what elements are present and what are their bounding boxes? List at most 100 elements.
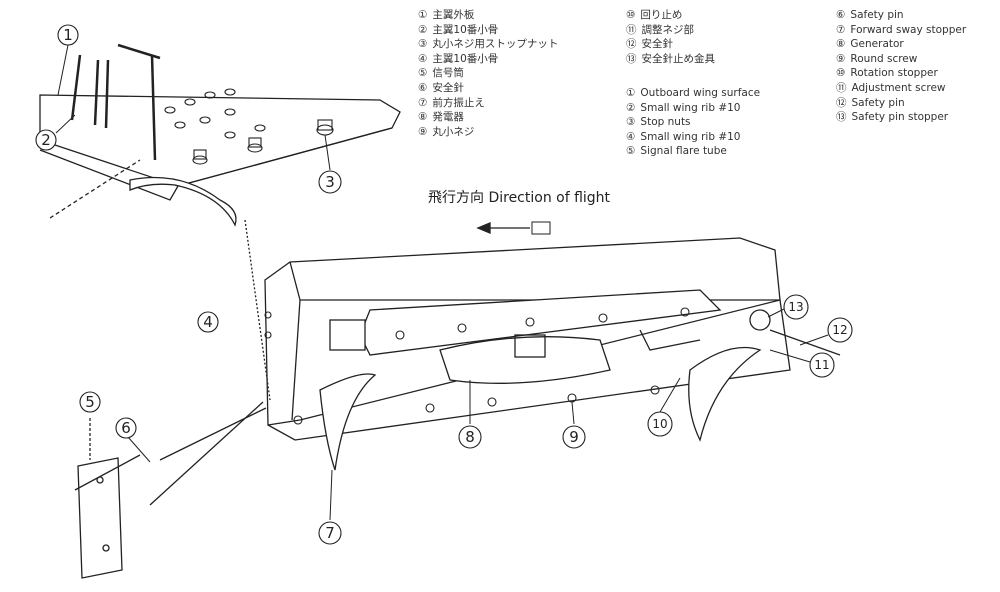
legend-number: ⑥ <box>418 81 428 94</box>
legend-text: Signal flare tube <box>640 145 727 158</box>
legend-item: ⑥ Safety pin <box>836 8 966 23</box>
svg-text:3: 3 <box>325 173 335 191</box>
legend-text: 丸小ネジ用ストップナット <box>432 38 559 51</box>
callout-10: 10 <box>647 411 673 437</box>
legend-number: ⑫ <box>626 38 637 51</box>
legend-japanese-2: ⑩ 回り止め ⑪ 調整ネジ部 ⑫ 安全針 ⑬ 安全針止め金具 <box>626 8 715 66</box>
legend-number: ⑩ <box>626 9 636 21</box>
callout-5: 5 <box>79 391 101 413</box>
legend-item: ⑨ Round screw <box>836 52 966 67</box>
svg-text:12: 12 <box>832 323 847 337</box>
legend-number: ① <box>626 87 636 99</box>
legend-english-2: ⑥ Safety pin ⑦ Forward sway stopper ⑧ Gener… <box>836 8 966 125</box>
svg-text:9: 9 <box>569 428 579 446</box>
legend-number: ⑧ <box>836 38 846 51</box>
legend-text: 主翼10番小骨 <box>432 23 499 36</box>
legend-number: ⑦ <box>418 96 428 109</box>
legend-number: ⑤ <box>626 145 636 158</box>
legend-number: ⑪ <box>836 81 847 94</box>
legend-item: ⑦ 前方振止え <box>418 96 558 111</box>
legend-number: ⑩ <box>836 67 846 80</box>
legend-text: Stop nuts <box>640 116 691 129</box>
callout-2: 2 <box>35 129 57 151</box>
svg-text:11: 11 <box>814 358 829 372</box>
legend-number: ⑤ <box>418 67 428 80</box>
legend-number: ① <box>418 9 428 21</box>
legend-text: Generator <box>850 38 904 51</box>
legend-item: ④ 主翼10番小骨 <box>418 52 558 67</box>
callout-9: 9 <box>562 425 586 449</box>
legend-number: ⑦ <box>836 23 846 36</box>
legend-item: ⑩ Rotation stopper <box>836 66 966 81</box>
legend-text: Rotation stopper <box>850 67 938 80</box>
legend-number: ② <box>626 101 636 114</box>
svg-text:13: 13 <box>788 300 803 314</box>
callout-13: 13 <box>783 294 809 320</box>
legend-item: ⑧ Generator <box>836 37 966 52</box>
direction-arrow <box>476 221 551 235</box>
detail-wing-corner <box>39 43 401 227</box>
callout-11: 11 <box>809 352 835 378</box>
legend-text: 発電器 <box>432 111 464 124</box>
legend-text: Small wing rib #10 <box>640 101 741 114</box>
main-wing-assembly <box>149 219 841 506</box>
legend-text: 主翼10番小骨 <box>432 52 499 65</box>
legend-text: 調整ネジ部 <box>641 23 695 36</box>
callout-1: 1 <box>57 24 79 46</box>
legend-number: ⑪ <box>626 23 637 36</box>
legend-number: ⑥ <box>836 9 846 21</box>
legend-text: Safety pin <box>850 9 904 21</box>
legend-text: 安全針 <box>641 38 674 51</box>
direction-of-flight-label: 飛行方向 Direction of flight <box>428 190 611 206</box>
legend-text: Adjustment screw <box>851 81 946 94</box>
legend-item: ⑦ Forward sway stopper <box>836 23 966 38</box>
legend-item: ⑤ 信号筒 <box>418 66 558 81</box>
legend-item: ③ Stop nuts <box>626 115 760 130</box>
legend-text: 安全針止め金具 <box>641 52 716 65</box>
callout-12: 12 <box>827 317 853 343</box>
svg-text:10: 10 <box>652 417 667 431</box>
legend-number: ② <box>418 23 428 36</box>
legend-number: ③ <box>626 116 636 129</box>
legend-item: ① Outboard wing surface <box>626 86 760 101</box>
legend-text: 丸小ネジ <box>432 125 475 138</box>
svg-text:2: 2 <box>41 131 51 149</box>
legend-item: ⑫ Safety pin <box>836 96 966 111</box>
svg-text:4: 4 <box>203 313 213 331</box>
svg-text:6: 6 <box>121 419 131 437</box>
svg-text:7: 7 <box>325 524 335 542</box>
legend-number: ⑬ <box>626 52 637 65</box>
legend-text: Safety pin <box>851 96 905 109</box>
legend-text: Forward sway stopper <box>850 23 967 36</box>
legend-item: ⑨ 丸小ネジ <box>418 125 558 140</box>
legend-text: 回り止め <box>640 9 683 21</box>
callout-7: 7 <box>318 521 342 545</box>
callout-6: 6 <box>115 417 137 439</box>
legend-item: ⑩ 回り止め <box>626 8 715 23</box>
legend-text: Safety pin stopper <box>851 111 949 124</box>
legend-number: ⑨ <box>836 52 846 65</box>
legend-text: Round screw <box>850 52 918 65</box>
legend-item: ⑤ Signal flare tube <box>626 144 760 159</box>
legend-number: ⑬ <box>836 111 847 124</box>
legend-text: Outboard wing surface <box>640 87 761 99</box>
legend-item: ⑥ 安全針 <box>418 81 558 96</box>
svg-text:8: 8 <box>465 428 475 446</box>
legend-number: ⑨ <box>418 125 428 138</box>
legend-number: ⑫ <box>836 96 847 109</box>
legend-text: 前方振止え <box>432 96 485 109</box>
legend-item: ② Small wing rib #10 <box>626 101 760 116</box>
legend-item: ⑬ Safety pin stopper <box>836 110 966 125</box>
svg-text:1: 1 <box>63 26 73 44</box>
legend-number: ④ <box>626 130 636 143</box>
legend-number: ④ <box>418 52 428 65</box>
legend-text: 信号筒 <box>432 67 464 80</box>
callout-3: 3 <box>318 170 342 194</box>
legend-text: 安全針 <box>432 81 464 94</box>
legend-text: Small wing rib #10 <box>640 130 741 143</box>
